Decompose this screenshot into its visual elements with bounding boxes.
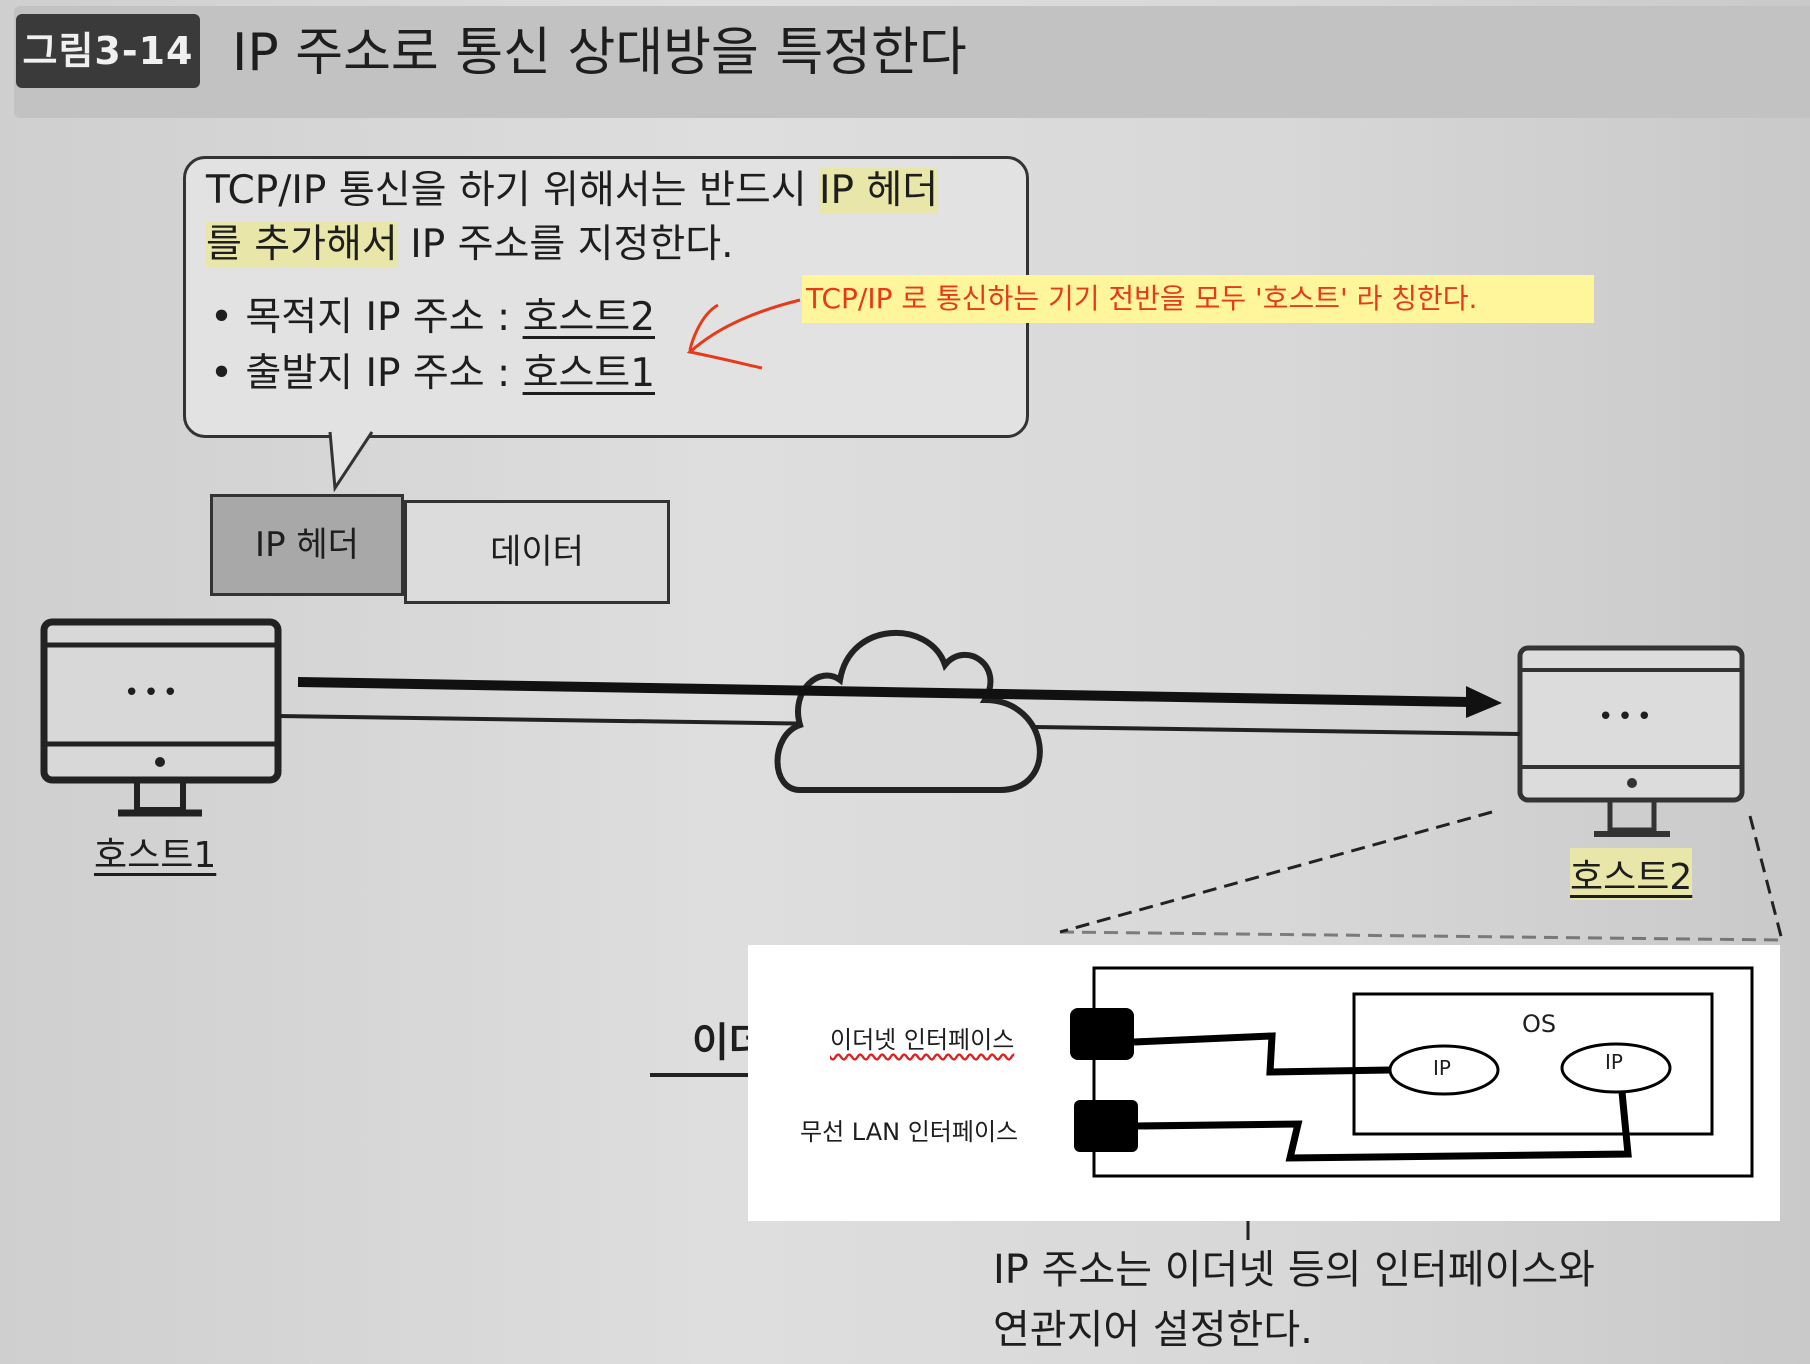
- ip-node-2-label: IP: [1605, 1050, 1623, 1074]
- os-label: OS: [1522, 1010, 1557, 1038]
- caption-line2: 연관지어 설정한다.: [993, 1307, 1313, 1353]
- highlight-ip-header: IP 헤더: [819, 168, 939, 213]
- figure-tag: 그림3-14: [16, 14, 200, 88]
- destination-label: • 목적지 IP 주소 :: [210, 295, 523, 340]
- interface-inset-panel: [748, 945, 1780, 1221]
- packet-data: 데이터: [404, 500, 670, 604]
- wireless-interface-label: 무선 LAN 인터페이스: [800, 1118, 1019, 1146]
- figure-header: [14, 6, 1810, 118]
- bubble-line1-text: TCP/IP 통신을 하기 위해서는 반드시: [206, 168, 819, 213]
- destination-bullet: • 목적지 IP 주소 : 호스트2: [210, 290, 655, 346]
- ip-node-1-label: IP: [1433, 1056, 1451, 1080]
- packet-ip-header: IP 헤더: [210, 494, 404, 596]
- figure-title: IP 주소로 통신 상대방을 특정한다: [232, 23, 967, 83]
- host1-label: 호스트1: [94, 835, 217, 876]
- highlight-add: 를 추가해서: [206, 222, 398, 267]
- host-annotation: TCP/IP 로 통신하는 기기 전반을 모두 '호스트' 라 칭한다.: [802, 275, 1594, 323]
- source-label: • 출발지 IP 주소 :: [210, 351, 523, 396]
- host2-screen-dots: •••: [1598, 702, 1657, 732]
- bubble-text: TCP/IP 통신을 하기 위해서는 반드시 IP 헤더 를 추가해서 IP 주…: [206, 164, 939, 272]
- caption-line1: IP 주소는 이더넷 등의 인터페이스와: [993, 1247, 1595, 1293]
- host1-screen-dots: •••: [124, 678, 183, 708]
- destination-value: 호스트2: [522, 295, 656, 340]
- ethernet-interface-label: 이더넷 인터페이스: [830, 1026, 1015, 1054]
- bottom-caption: IP 주소는 이더넷 등의 인터페이스와 연관지어 설정한다.: [993, 1240, 1595, 1360]
- host2-label: 호스트2: [1570, 848, 1693, 900]
- bubble-line2-text: IP 주소를 지정한다.: [397, 222, 734, 267]
- source-bullet: • 출발지 IP 주소 : 호스트1: [210, 346, 655, 402]
- address-bullets: • 목적지 IP 주소 : 호스트2 • 출발지 IP 주소 : 호스트1: [210, 290, 655, 402]
- source-value: 호스트1: [522, 351, 656, 396]
